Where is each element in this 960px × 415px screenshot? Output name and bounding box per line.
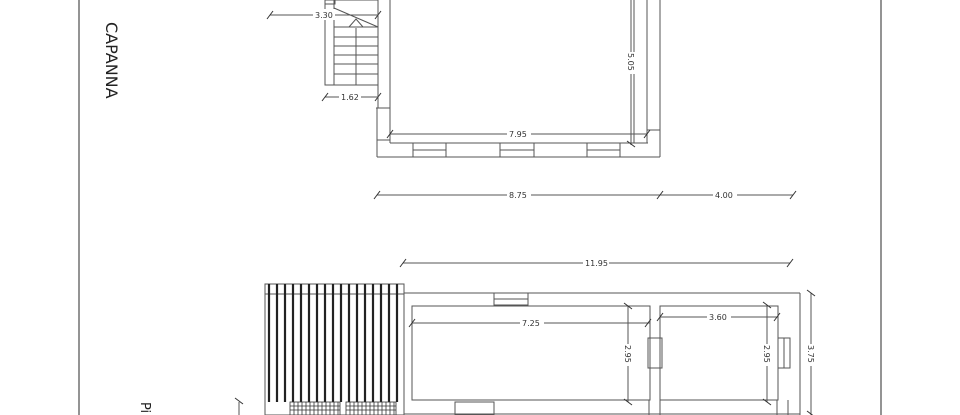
upper-room-walls xyxy=(376,0,661,158)
lower-walls xyxy=(404,292,801,415)
drawing-title: CAPANNA xyxy=(102,22,121,99)
porch-hatch xyxy=(264,283,405,415)
dim-stair-width: 3.30 xyxy=(315,11,333,20)
dim-room-width: 7.95 xyxy=(509,130,527,139)
dim-room-height: 5.05 xyxy=(626,53,635,71)
dim-left-room-height: 2.95 xyxy=(623,345,632,363)
upper-plan: 3.30 1.62 xyxy=(266,0,797,200)
dim-overall-left: 8.75 xyxy=(509,191,527,200)
staircase xyxy=(324,0,379,86)
dim-lower-overall-height: 3.75 xyxy=(806,345,815,363)
floor-label-partial: Pi xyxy=(137,402,152,413)
dim-right-room-height: 2.95 xyxy=(762,345,771,363)
lower-plan: 11.95 xyxy=(234,257,817,415)
dim-left-room-width: 7.25 xyxy=(522,319,540,328)
dim-stair-depth: 1.62 xyxy=(341,93,359,102)
dim-right-room-width: 3.60 xyxy=(709,313,727,322)
dim-overall-right: 4.00 xyxy=(715,191,733,200)
dim-lower-overall-width: 11.95 xyxy=(585,259,608,268)
